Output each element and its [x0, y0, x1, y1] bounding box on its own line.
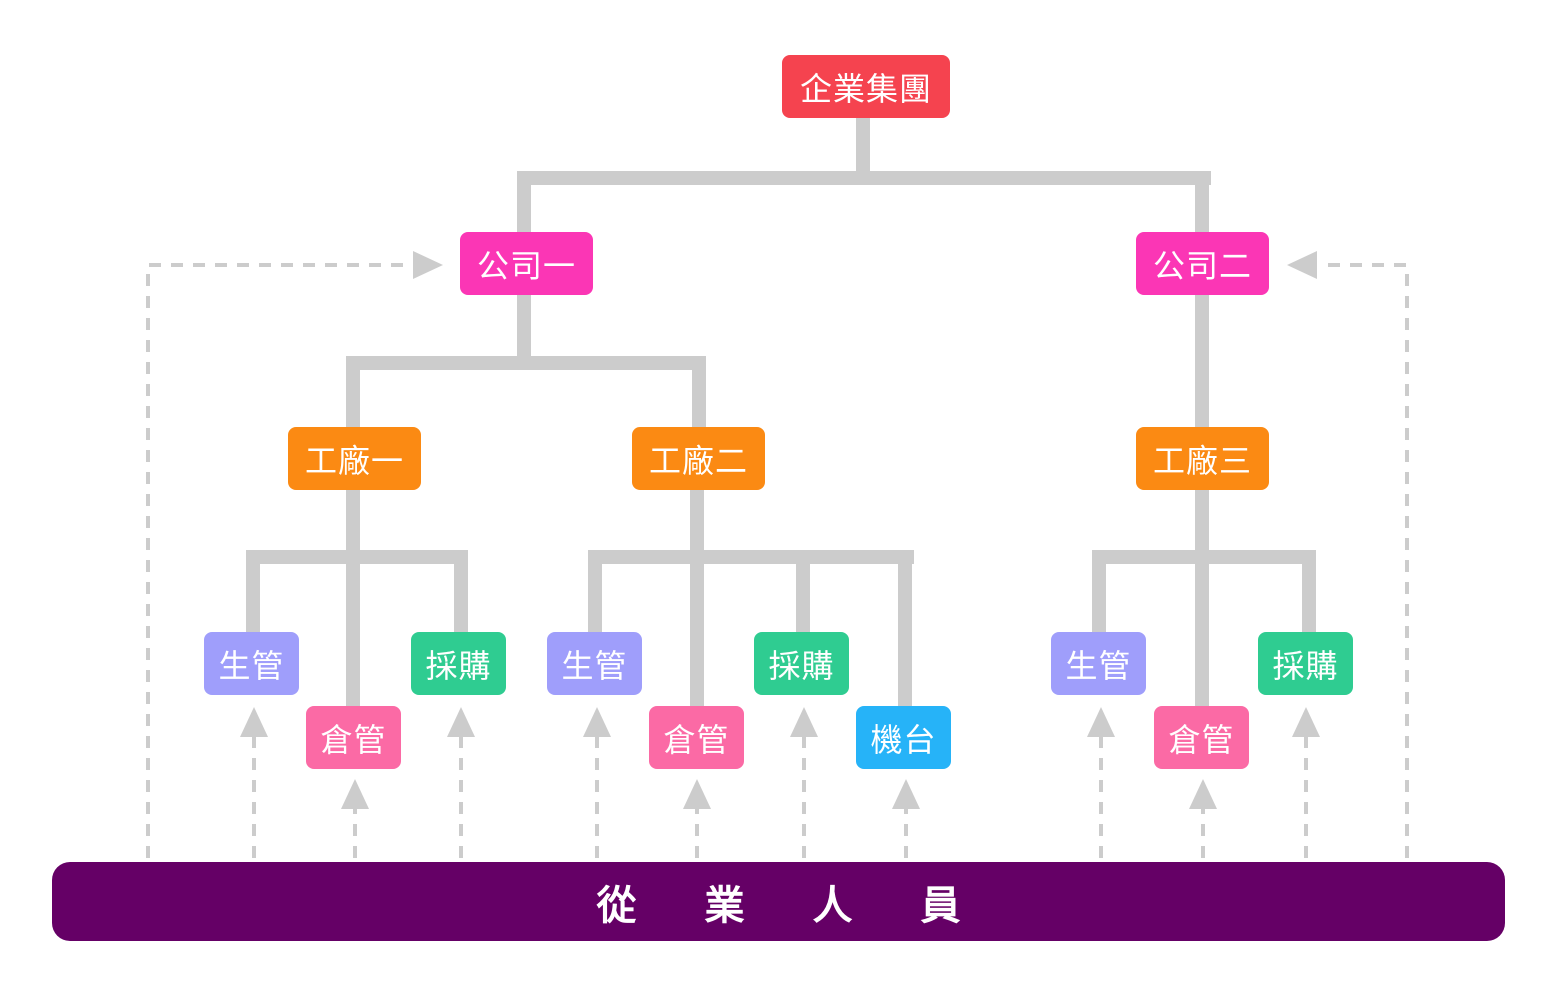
- connector-factory1-down: [346, 489, 360, 709]
- node-f2-purchasing: 採購: [754, 632, 849, 695]
- connector-factory2-stem: [692, 356, 706, 428]
- node-company-1: 公司一: [460, 232, 593, 295]
- arrowhead-f1-purchasing: [447, 707, 475, 737]
- dashed-arrows: [146, 263, 1409, 858]
- connector-factory1-bar: [246, 550, 468, 564]
- node-factory-1: 工廠一: [288, 427, 421, 490]
- arrowhead-f1-production: [240, 707, 268, 737]
- arrowhead-f3-purchasing: [1292, 707, 1320, 737]
- connector-group-bar: [517, 171, 1211, 185]
- connector-f2-purchasing-stem: [796, 550, 810, 634]
- connector-factory2-down: [690, 489, 704, 709]
- node-f1-production: 生管: [204, 632, 299, 695]
- arrowhead-f2-warehouse: [683, 779, 711, 809]
- connector-factory3-down: [1195, 489, 1209, 709]
- connector-company1-bar: [346, 356, 706, 370]
- connector-f3-purchasing-stem: [1302, 550, 1316, 634]
- connector-group-stem: [856, 116, 870, 184]
- connector-company1-down: [517, 294, 531, 370]
- connector-factory3-bar: [1092, 550, 1316, 564]
- arrowhead-company2: [1287, 251, 1317, 279]
- arrowheads: [240, 251, 1320, 809]
- node-f3-production: 生管: [1051, 632, 1146, 695]
- arrowhead-f3-production: [1087, 707, 1115, 737]
- node-f2-machine: 機台: [856, 706, 951, 769]
- connector-factory2-bar: [588, 550, 914, 564]
- arrowhead-f2-machine: [892, 779, 920, 809]
- connector-factory1-stem: [346, 356, 360, 428]
- connector-f1-production-stem: [246, 550, 260, 634]
- node-f3-warehouse: 倉管: [1154, 706, 1249, 769]
- connector-f3-production-stem: [1092, 550, 1106, 634]
- connector-company2-stem: [1195, 171, 1209, 235]
- dashed-line-right-outer: [1318, 263, 1409, 858]
- arrowhead-f3-warehouse: [1189, 779, 1217, 809]
- node-factory-3: 工廠三: [1136, 427, 1269, 490]
- connector-f1-purchasing-stem: [454, 550, 468, 634]
- employees-bar: 從業人員: [52, 862, 1505, 941]
- node-factory-2: 工廠二: [632, 427, 765, 490]
- node-f3-purchasing: 採購: [1258, 632, 1353, 695]
- arrowhead-f2-production: [583, 707, 611, 737]
- tree-connectors: [246, 116, 1316, 709]
- connector-f2-production-stem: [588, 550, 602, 634]
- node-group: 企業集團: [782, 55, 950, 118]
- node-f2-warehouse: 倉管: [649, 706, 744, 769]
- node-f1-purchasing: 採購: [411, 632, 506, 695]
- connector-company2-down: [1195, 294, 1209, 428]
- connector-company1-stem: [517, 171, 531, 235]
- arrowhead-f1-warehouse: [341, 779, 369, 809]
- arrowhead-f2-purchasing: [790, 707, 818, 737]
- connector-f2-machine-stem: [898, 550, 912, 709]
- node-company-2: 公司二: [1136, 232, 1269, 295]
- node-f2-production: 生管: [547, 632, 642, 695]
- node-f1-warehouse: 倉管: [306, 706, 401, 769]
- arrowhead-company1: [413, 251, 443, 279]
